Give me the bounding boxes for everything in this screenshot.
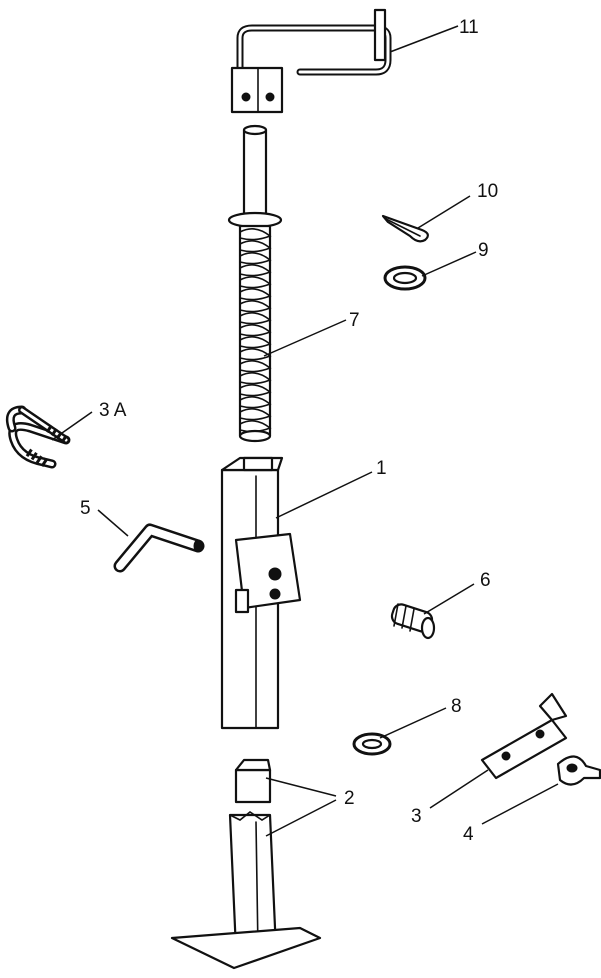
callout-5: 5 xyxy=(80,498,91,519)
screw-thread xyxy=(239,348,272,361)
leader-lines xyxy=(51,25,559,837)
callout-10: 10 xyxy=(477,181,498,202)
screw-thread xyxy=(239,300,272,313)
screw-thread xyxy=(239,288,272,301)
screw-thread xyxy=(239,336,272,349)
callout-1: 1 xyxy=(376,458,387,479)
screw-thread xyxy=(239,252,272,265)
screw-thread xyxy=(239,240,272,253)
callout-8: 8 xyxy=(451,696,462,717)
clamp xyxy=(556,755,601,786)
callout-4: 4 xyxy=(463,824,474,845)
screw-thread xyxy=(239,264,272,277)
screw-thread xyxy=(239,372,272,385)
screw-thread xyxy=(239,312,272,325)
screw-thread xyxy=(239,408,272,421)
screw-thread xyxy=(239,384,272,397)
washer-top xyxy=(383,265,427,291)
inner-leg xyxy=(170,758,322,970)
screw-thread xyxy=(239,228,272,241)
crank-handle xyxy=(230,8,392,114)
spring xyxy=(390,603,436,640)
washer-bottom xyxy=(352,732,392,756)
screw-thread xyxy=(239,276,272,289)
callout-11: 11 xyxy=(459,17,479,38)
l-pin xyxy=(113,523,205,573)
screw xyxy=(227,124,283,443)
callout-3: 3 xyxy=(411,806,422,827)
screw-thread xyxy=(239,396,272,409)
screw-thread xyxy=(239,324,272,337)
callout-3a: 3 A xyxy=(99,400,127,421)
outer-tube xyxy=(220,456,302,730)
callouts: 11 10 9 7 3 A 1 5 6 8 2 3 4 xyxy=(80,17,498,845)
u-bolt xyxy=(5,405,71,469)
mounting-bracket xyxy=(480,692,568,780)
callout-7: 7 xyxy=(349,310,360,331)
callout-6: 6 xyxy=(480,570,491,591)
callout-2: 2 xyxy=(344,788,355,809)
cotter-pin xyxy=(381,214,429,243)
callout-9: 9 xyxy=(478,240,489,261)
screw-thread xyxy=(239,360,272,373)
